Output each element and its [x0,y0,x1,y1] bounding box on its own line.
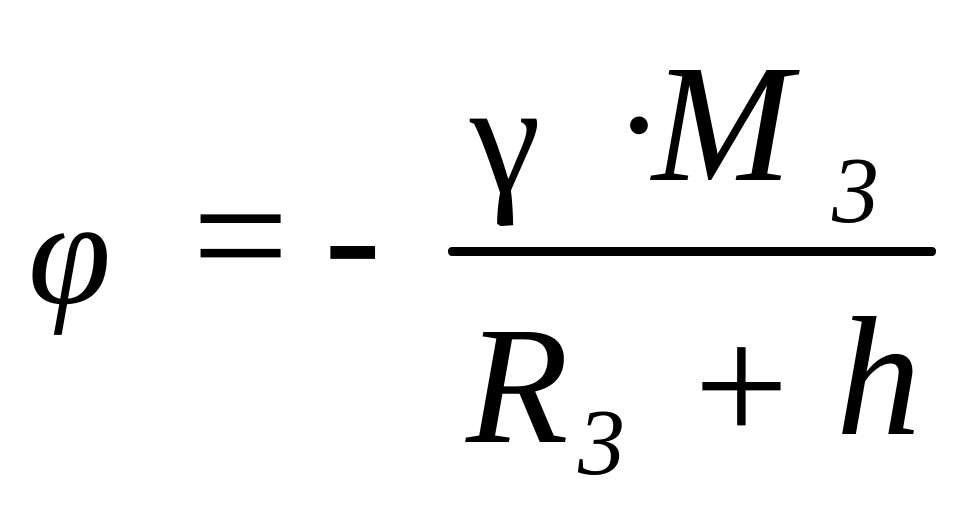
radius-subscript: 3 [578,391,625,495]
radius-variable: R [466,293,569,479]
phi-symbol: φ [28,170,111,336]
minus-sign: - [324,141,382,331]
height-variable: h [836,283,921,471]
equals-sign: = [192,141,290,331]
fraction-bar [448,247,936,256]
multiplication-dot: · [614,42,664,208]
mass-subscript: 3 [832,139,879,243]
gamma-symbol: γ [470,49,541,227]
plus-sign: + [694,293,789,479]
mass-variable: M [652,31,792,217]
